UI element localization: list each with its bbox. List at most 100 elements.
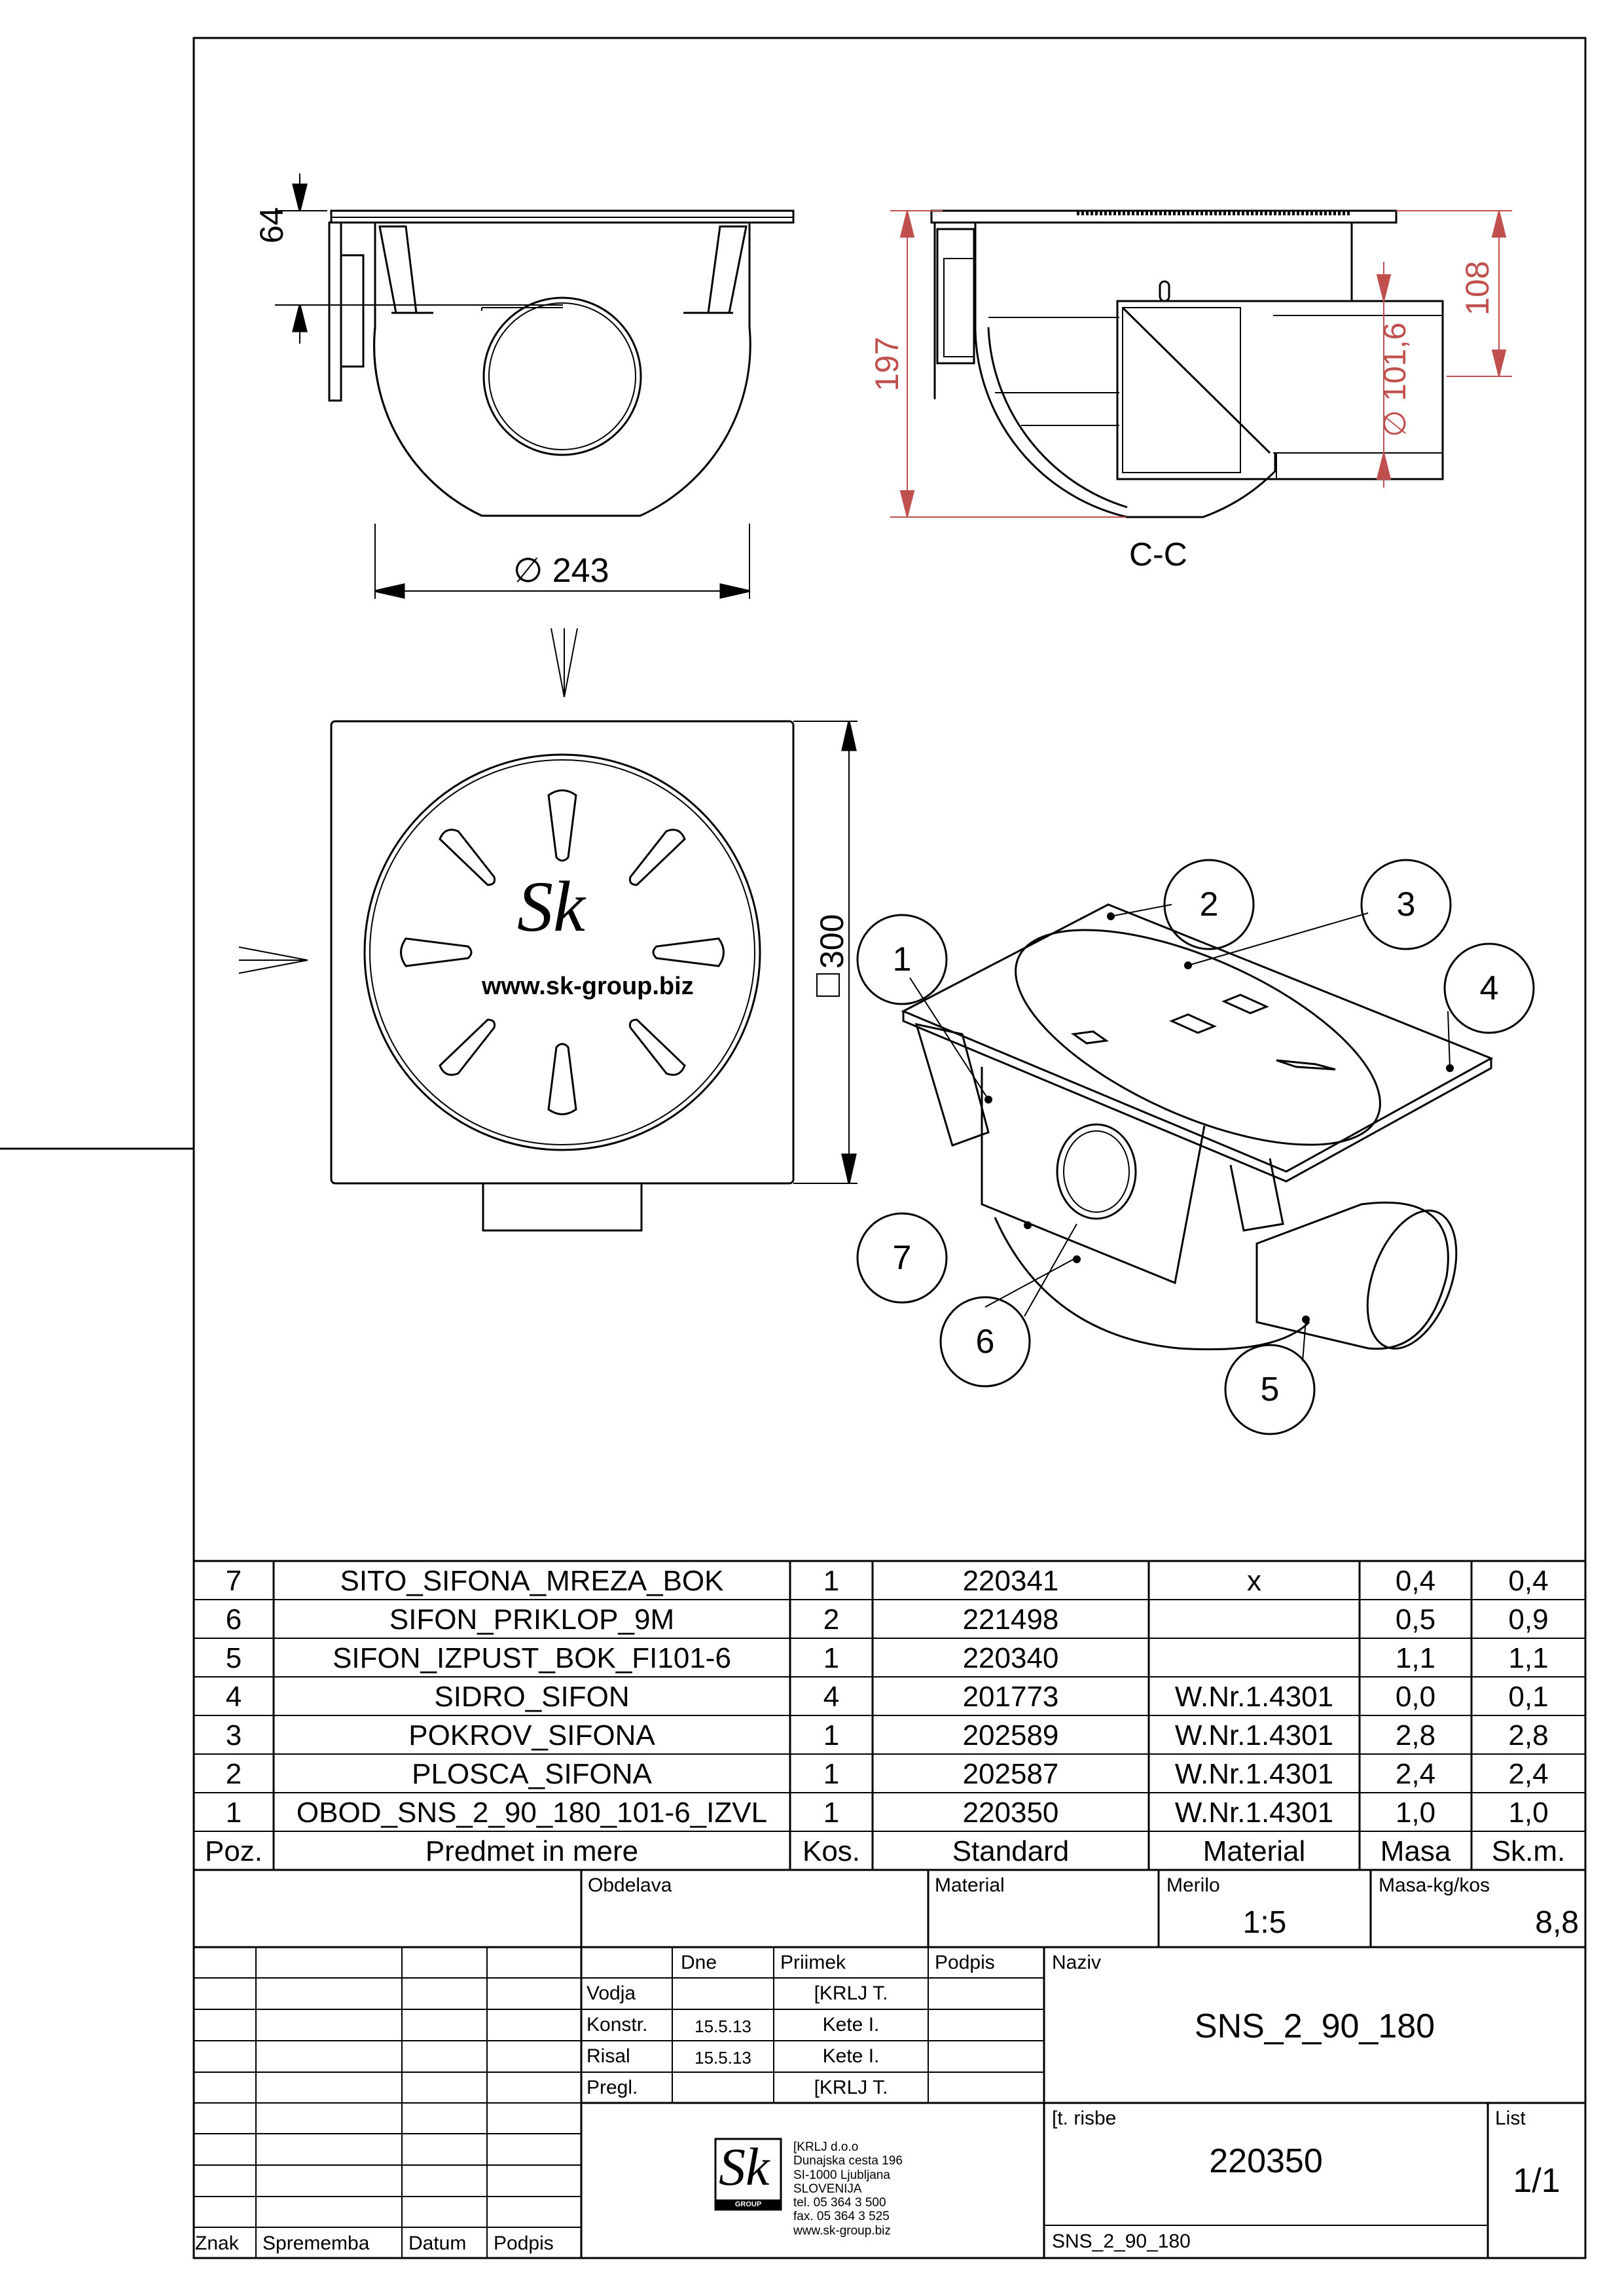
section-label: C-C: [1129, 536, 1187, 573]
top-view: [238, 720, 857, 1232]
bom-standard: 201773: [962, 1681, 1059, 1713]
bom-header-item: Predmet in mere: [425, 1835, 639, 1867]
bom-item: OBOD_SNS_2_90_180_101-6_IZVL: [296, 1797, 768, 1829]
callout-circles: [856, 859, 1535, 1435]
bom-mass: 2,8: [1395, 1719, 1436, 1751]
bom-item: SIFON_PRIKLOP_9M: [389, 1604, 675, 1636]
masa-label: Masa-kg/kos: [1379, 1874, 1490, 1896]
bom-mass: 0,5: [1395, 1604, 1436, 1636]
bom-qty: 1: [823, 1797, 840, 1829]
role-risal: Risal: [586, 2045, 630, 2067]
callout-5: 5: [1260, 1371, 1280, 1408]
bom-total-mass: 0,4: [1508, 1565, 1549, 1597]
role-risal-date: 15.5.13: [695, 2048, 751, 2068]
footer-drawing-name: SNS_2_90_180: [1052, 2231, 1191, 2252]
list-label: List: [1495, 2108, 1526, 2129]
dimension-square-300: 300: [814, 914, 850, 969]
bom-mass: 0,0: [1395, 1681, 1436, 1713]
st-risbe-label: [t. risbe: [1052, 2108, 1117, 2129]
naziv-value: SNS_2_90_180: [1194, 2007, 1435, 2045]
role-konstr-date: 15.5.13: [695, 2017, 751, 2036]
section-dimensions: [890, 210, 1512, 518]
role-vodja-name: [KRLJ T.: [814, 1982, 888, 2004]
bom-qty: 2: [823, 1604, 840, 1636]
bom-total-mass: 2,4: [1508, 1758, 1549, 1790]
bom-pos: 6: [225, 1604, 242, 1636]
bom-mass: 1,1: [1395, 1642, 1436, 1674]
bom-table-grid: [192, 1560, 1587, 1871]
bom-standard: 202589: [962, 1719, 1059, 1751]
col-podpis: Podpis: [935, 1952, 995, 1973]
bom-material: W.Nr.1.4301: [1174, 1758, 1334, 1790]
bom-total-mass: 0,1: [1508, 1681, 1549, 1713]
col-dne: Dne: [681, 1952, 717, 1973]
bom-item: POKROV_SIFONA: [408, 1719, 655, 1751]
callout-3: 3: [1396, 886, 1416, 924]
bom-material: W.Nr.1.4301: [1174, 1797, 1334, 1829]
bom-pos: 1: [225, 1797, 242, 1829]
company-logo: Sk: [719, 2137, 770, 2197]
grate-logo: Sk: [517, 867, 585, 946]
bom-item: SIDRO_SIFON: [434, 1681, 630, 1713]
bom-header-standard: Standard: [952, 1835, 1070, 1867]
revision-header-sprememba: Sprememba: [262, 2233, 370, 2254]
st-risbe-value: 220350: [1209, 2142, 1323, 2180]
bom-material: x: [1247, 1565, 1261, 1597]
bom-header-material: Material: [1202, 1835, 1306, 1867]
bom-header-pos: Poz.: [204, 1835, 263, 1867]
bom-header-qty: Kos.: [802, 1835, 861, 1867]
masa-value: 8,8: [1535, 1905, 1579, 1940]
bom-pos: 3: [225, 1719, 242, 1751]
company-logo-group: GROUP: [734, 2200, 762, 2208]
bom-material: W.Nr.1.4301: [1174, 1681, 1334, 1713]
bom-pos: 2: [225, 1758, 242, 1790]
merilo-value: 1:5: [1242, 1905, 1287, 1940]
bom-header-total-mass: Sk.m.: [1491, 1835, 1566, 1867]
bom-material: W.Nr.1.4301: [1174, 1719, 1334, 1751]
role-vodja: Vodja: [586, 1982, 636, 2004]
bom-qty: 1: [823, 1758, 840, 1790]
bom-qty: 1: [823, 1719, 840, 1751]
role-konstr: Konstr.: [586, 2014, 648, 2036]
bom-total-mass: 2,8: [1508, 1719, 1549, 1751]
role-risal-name: Kete I.: [822, 2045, 880, 2067]
bom-standard: 202587: [962, 1758, 1059, 1790]
bom-standard: 220341: [962, 1565, 1059, 1597]
role-konstr-name: Kete I.: [822, 2014, 880, 2036]
dimension-diameter-243: ∅ 243: [513, 552, 609, 590]
bom-total-mass: 1,0: [1508, 1797, 1549, 1829]
dimension-108: 108: [1459, 260, 1496, 315]
bom-qty: 1: [823, 1565, 840, 1597]
obdelava-label: Obdelava: [588, 1874, 672, 1896]
list-value: 1/1: [1513, 2162, 1561, 2200]
revision-header-podpis: Podpis: [494, 2233, 554, 2254]
bom-item: SIFON_IZPUST_BOK_FI101-6: [333, 1642, 731, 1674]
callout-6: 6: [975, 1323, 995, 1361]
role-pregl-name: [KRLJ T.: [814, 2077, 888, 2098]
revision-header-znak: Znak: [195, 2233, 239, 2254]
bom-mass: 0,4: [1395, 1565, 1436, 1597]
role-pregl: Pregl.: [586, 2077, 638, 2098]
callout-2: 2: [1199, 886, 1219, 924]
grate-url: www.sk-group.biz: [482, 973, 694, 1000]
merilo-label: Merilo: [1166, 1874, 1220, 1896]
bom-mass: 2,4: [1395, 1758, 1436, 1790]
isometric-view: [901, 903, 1494, 1351]
title-block-grid: [194, 1870, 1585, 2258]
bom-total-mass: 0,9: [1508, 1604, 1549, 1636]
front-view: [275, 173, 795, 698]
bom-header-mass: Masa: [1380, 1835, 1451, 1867]
callout-7: 7: [892, 1239, 912, 1277]
dimension-64: 64: [253, 207, 290, 243]
callout-4: 4: [1479, 969, 1499, 1007]
bom-pos: 7: [225, 1565, 242, 1597]
dimension-diameter-101-6: ∅ 101,6: [1378, 322, 1413, 437]
company-address: [KRLJ d.o.o Dunajska cesta 196 SI-1000 L…: [793, 2140, 903, 2238]
bom-qty: 4: [823, 1681, 840, 1713]
bom-total-mass: 1,1: [1508, 1642, 1549, 1674]
bom-mass: 1,0: [1395, 1797, 1436, 1829]
naziv-label: Naziv: [1052, 1952, 1102, 1973]
bom-item: SITO_SIFONA_MREZA_BOK: [340, 1565, 724, 1597]
bom-qty: 1: [823, 1642, 840, 1674]
